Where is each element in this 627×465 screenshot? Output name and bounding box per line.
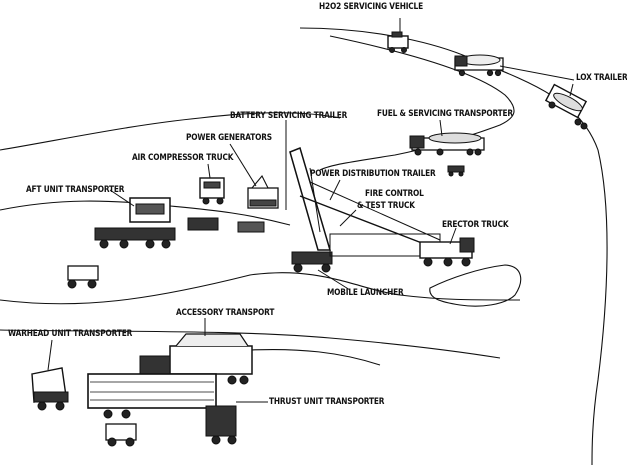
label-thrust-unit: THRUST UNIT TRANSPORTER — [269, 397, 385, 407]
terrain-pond — [429, 264, 522, 307]
lox-trailer-shape — [544, 83, 588, 130]
label-lox-trailer: LOX TRAILER — [576, 73, 627, 83]
label-erector-truck: ERECTOR TRUCK — [442, 220, 509, 230]
leader-warhead — [47, 339, 53, 371]
terrain-bottom-curve — [249, 348, 381, 366]
top-trailer-shape — [454, 54, 504, 77]
terrain-lower-field — [0, 272, 521, 305]
accessory-transport-shape — [139, 333, 253, 385]
terrain-road-inner — [319, 35, 515, 171]
label-fire-control-2: & TEST TRUCK — [357, 201, 415, 211]
label-fuel-transporter: FUEL & SERVICING TRANSPORTER — [377, 109, 513, 119]
leader-aft — [109, 189, 135, 207]
leader-lines — [47, 18, 575, 403]
label-battery-trailer: BATTERY SERVICING TRAILER — [230, 111, 348, 121]
terrain-bottom-strip — [0, 329, 501, 359]
terrain-ridge-top — [0, 112, 341, 151]
leader-generators — [229, 143, 257, 187]
h2o2-vehicle-shape — [387, 31, 409, 53]
label-accessory-transport: ACCESSORY TRANSPORT — [176, 308, 275, 318]
label-fire-control-1: FIRE CONTROL — [365, 189, 424, 199]
aft-unit-shape — [94, 197, 176, 249]
air-compressor-shape — [199, 177, 225, 205]
cargo-pile-shape — [187, 217, 265, 233]
leader-power-dist — [329, 179, 341, 201]
label-power-distribution: POWER DISTRIBUTION TRAILER — [310, 169, 436, 179]
leader-fuel — [439, 119, 443, 137]
thrust-transporter-shape — [87, 373, 237, 445]
label-air-compressor: AIR COMPRESSOR TRUCK — [132, 153, 234, 163]
mobile-launcher-shape — [289, 146, 441, 273]
leader-mobile-launcher — [317, 269, 351, 291]
leader-lox-2 — [569, 83, 574, 97]
leader-lox — [499, 65, 575, 81]
leader-erector — [449, 227, 457, 245]
label-aft-unit: AFT UNIT TRANSPORTER — [26, 185, 125, 195]
erector-truck-shape — [419, 237, 475, 267]
leader-fire-control — [339, 209, 357, 227]
power-generators-shape — [247, 175, 279, 209]
leader-compressor — [207, 163, 211, 179]
vehicles — [31, 31, 588, 447]
terrain-road-outer — [299, 27, 608, 465]
label-power-generators: POWER GENERATORS — [186, 133, 272, 143]
label-h2o2-vehicle: H2O2 SERVICING VEHICLE — [319, 2, 423, 12]
small-jeep-shape — [447, 165, 465, 177]
jeep-left-shape — [67, 265, 99, 289]
fuel-transporter-shape — [409, 132, 485, 156]
jeep-bottom-shape — [105, 423, 137, 447]
label-mobile-launcher: MOBILE LAUNCHER — [327, 288, 404, 298]
label-warhead-unit: WARHEAD UNIT TRANSPORTER — [8, 329, 133, 339]
terrain-lines — [0, 27, 608, 465]
warhead-transporter-shape — [31, 367, 69, 411]
